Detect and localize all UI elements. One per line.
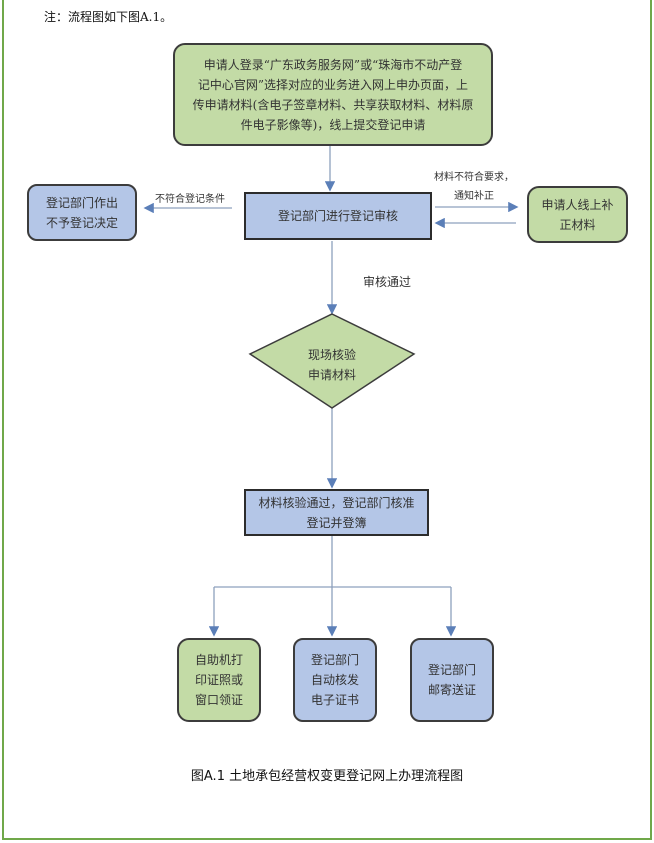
verify-diamond [248,313,416,409]
node-review: 登记部门进行登记审核 [244,192,432,240]
node-out3-line: 邮寄送证 [427,683,476,697]
label-pass: 审核通过 [362,275,411,289]
node-verify-line: 现场核验 [307,348,356,362]
node-supplement-line: 申请人线上补 [541,197,614,212]
node-out2-line: 登记部门 [310,653,359,667]
node-approve-line: 材料核验通过，登记部门核准 [258,495,415,510]
node-approve-line: 登记并登簿 [306,515,367,530]
label-supplement-line1: 材料不符合要求， [434,172,514,183]
node-approve: 材料核验通过，登记部门核准 登记并登簿 [244,489,429,536]
node-out2-line: 电子证书 [310,693,359,707]
node-out2-line: 自动核发 [310,673,359,687]
node-review-text: 登记部门进行登记审核 [277,209,398,223]
node-verify: 现场核验 申请材料 [250,345,414,385]
node-start-line: 传申请材料(含电子签章材料、共享获取材料、材料原 [192,97,474,112]
node-start-line: 记中心官网”选择对应的业务进入网上申办页面，上 [197,77,469,92]
node-start-line: 申请人登录“广东政务服务网”或“珠海市不动产登 [203,57,463,72]
node-out3-line: 登记部门 [427,663,476,677]
node-start: 申请人登录“广东政务服务网”或“珠海市不动产登 记中心官网”选择对应的业务进入网… [173,43,493,146]
label-reject: 不符合登记条件 [155,194,225,205]
node-reject-line: 不予登记决定 [45,215,118,230]
node-out3: 登记部门 邮寄送证 [410,638,494,722]
node-reject: 登记部门作出 不予登记决定 [27,184,137,241]
node-out1-line: 窗口领证 [194,693,243,707]
node-out1: 自助机打 印证照或 窗口领证 [177,638,261,722]
node-verify-line: 申请材料 [307,368,356,382]
figure-caption: 图A.1 土地承包经营权变更登记网上办理流程图 [190,769,464,784]
node-supplement-line: 正材料 [559,217,596,232]
node-out1-line: 自助机打 [194,653,243,667]
node-start-line: 件电子影像等)，线上提交登记申请 [240,117,426,132]
note-text: 注：流程图如下图A.1。 [44,10,173,24]
node-out2: 登记部门 自动核发 电子证书 [293,638,377,722]
node-supplement: 申请人线上补 正材料 [527,186,628,243]
node-out1-line: 印证照或 [194,673,243,687]
node-reject-line: 登记部门作出 [45,195,118,210]
label-supplement-line2: 通知补正 [454,191,494,202]
